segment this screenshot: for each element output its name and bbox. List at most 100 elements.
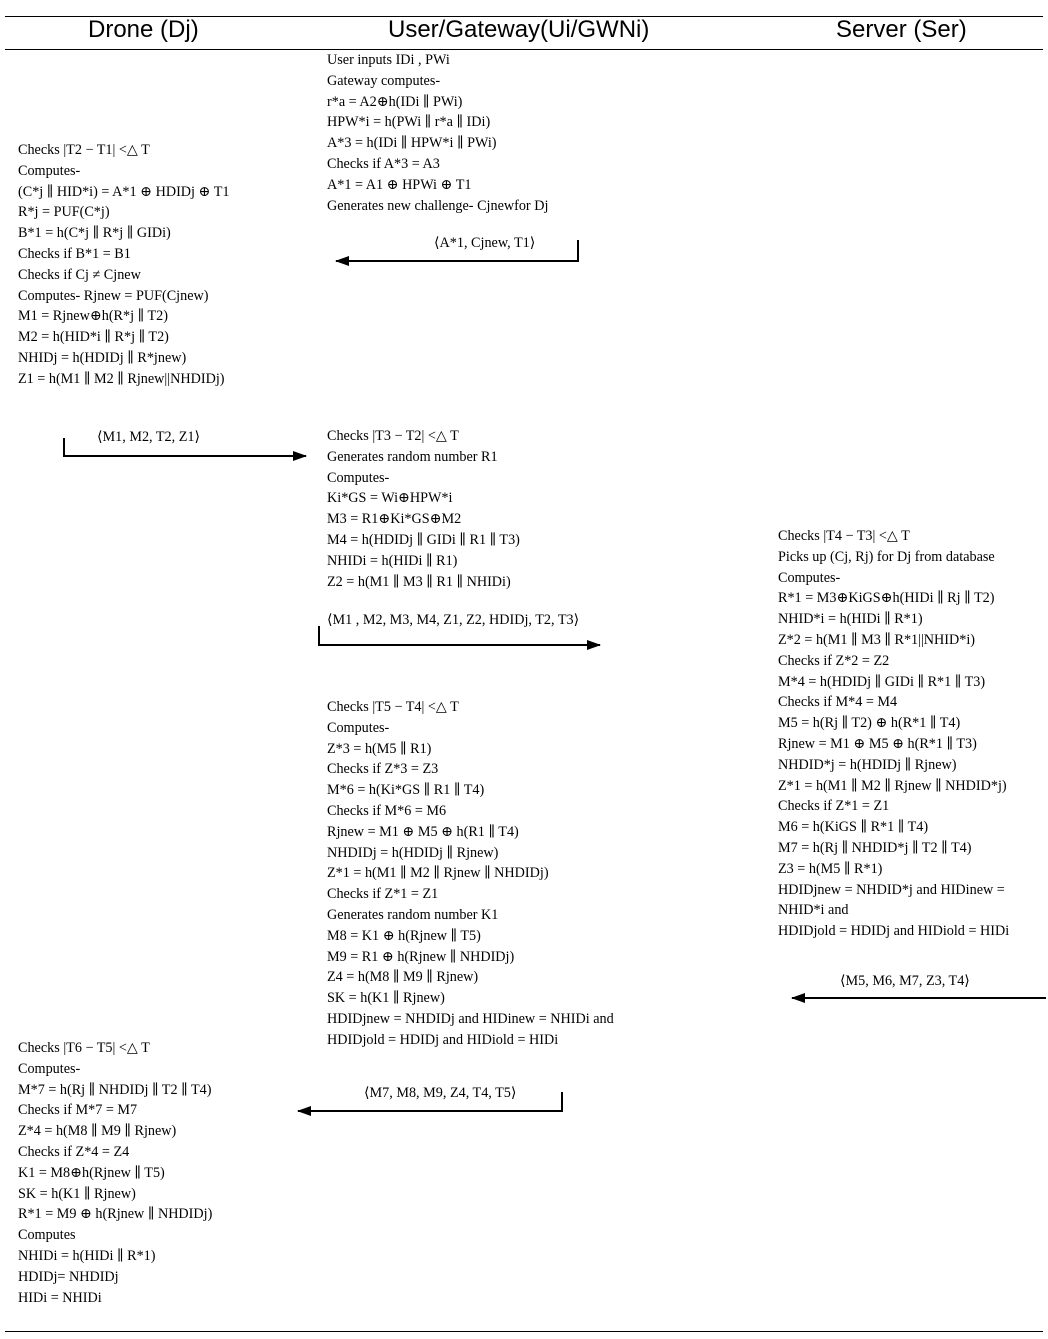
server-step-line: M6 = h(KiGS ∥ R*1 ∥ T4) (778, 819, 929, 836)
server-step-line: HDIDjnew = NHDID*j and HIDinew = (778, 881, 1005, 898)
gateway-step3-line: SK = h(K1 ∥ Rjnew) (327, 990, 445, 1007)
header-bottom-rule (5, 49, 1043, 50)
gateway-step1-line: Checks if A*3 = A3 (327, 155, 440, 172)
drone-step2-line: Checks |T6 − T5| <△ T (18, 1040, 150, 1056)
gateway-step1-line: Generates new challenge- Cjnewfor Dj (327, 197, 549, 214)
gateway-step1-line: HPW*i = h(PWi ∥ r*a ∥ IDi) (327, 114, 491, 131)
gateway-step3-line: Checks if Z*3 = Z3 (327, 761, 439, 778)
gateway-step3-line: Z4 = h(M8 ∥ M9 ∥ Rjnew) (327, 969, 479, 986)
gateway-step2-line: M3 = R1⊕Ki*GS⊕M2 (327, 511, 462, 528)
drone-step2-line: HIDi = NHIDi (18, 1289, 102, 1306)
drone-step2-line: M*7 = h(Rj ∥ NHDIDj ∥ T2 ∥ T4) (18, 1081, 212, 1098)
server-step-block: Checks |T4 − T3| <△ T Picks up (Cj, Rj) f… (778, 526, 1009, 942)
message-5-label: ⟨M7, M8, M9, Z4, T4, T5⟩ (364, 1085, 517, 1101)
message-2-label: ⟨M1, M2, T2, Z1⟩ (97, 429, 201, 445)
drone-step1-line: Z1 = h(M1 ∥ M2 ∥ Rjnew||NHDIDj) (18, 370, 225, 387)
drone-step2-line: NHIDi = h(HIDi ∥ R*1) (18, 1247, 156, 1264)
gateway-step3-line: M9 = R1 ⊕ h(Rjnew ∥ NHDIDj) (327, 948, 515, 965)
header-drone: Drone (Dj) (88, 16, 199, 43)
arrow-drone-to-gateway-1 (63, 438, 307, 461)
gateway-step1-line: A*3 = h(IDi ∥ HPW*i ∥ PWi) (327, 135, 497, 152)
table-bottom-rule (5, 1331, 1043, 1332)
gateway-step2-line: Generates random number R1 (327, 448, 498, 465)
message-3-label: ⟨M1 , M2, M3, M4, Z1, Z2, HDIDj, T2, T3⟩ (327, 612, 580, 628)
gateway-step2-line: Computes- (327, 469, 390, 486)
server-step-line: M7 = h(Rj ∥ NHDID*j ∥ T2 ∥ T4) (778, 839, 972, 856)
server-step-line: Z3 = h(M5 ∥ R*1) (778, 860, 883, 877)
server-step-line: NHDID*j = h(HDIDj ∥ Rjnew) (778, 756, 957, 773)
header-gateway: User/Gateway(Ui/GWNi) (388, 16, 650, 43)
server-step-line: Checks if Z*2 = Z2 (778, 652, 890, 669)
drone-step1-line: B*1 = h(C*j ∥ R*j ∥ GIDi) (18, 225, 171, 242)
drone-step1-line: Checks |T2 − T1| <△ T (18, 142, 150, 158)
drone-step2-line: HDIDj= NHDIDj (18, 1268, 119, 1285)
gateway-step3-line: M*6 = h(Ki*GS ∥ R1 ∥ T4) (327, 782, 485, 799)
gateway-step2-line: NHIDi = h(HIDi ∥ R1) (327, 552, 458, 569)
gateway-step2-line: Ki*GS = Wi⊕HPW*i (327, 490, 453, 507)
server-step-line: M5 = h(Rj ∥ T2) ⊕ h(R*1 ∥ T4) (778, 715, 961, 732)
server-step-line: Checks |T4 − T3| <△ T (778, 528, 910, 544)
drone-step2-line: Computes (18, 1227, 76, 1244)
gateway-step2-line: Checks |T3 − T2| <△ T (327, 428, 459, 444)
drone-step2-line: Z*4 = h(M8 ∥ M9 ∥ Rjnew) (18, 1123, 177, 1140)
server-step-line: Checks if Z*1 = Z1 (778, 798, 890, 815)
arrow-gateway-to-server (318, 626, 601, 650)
message-1-label: ⟨A*1, Cjnew, T1⟩ (434, 235, 536, 251)
server-step-line: Computes- (778, 569, 841, 586)
gateway-step3-line: Generates random number K1 (327, 906, 499, 923)
server-step-line: Z*1 = h(M1 ∥ M2 ∥ Rjnew ∥ NHDID*j) (778, 777, 1007, 794)
drone-step2-line: Computes- (18, 1060, 81, 1077)
gateway-step3-line: M8 = K1 ⊕ h(Rjnew ∥ T5) (327, 927, 481, 944)
drone-step2-line: K1 = M8⊕h(Rjnew ∥ T5) (18, 1164, 165, 1181)
gateway-step3-line: Computes- (327, 719, 390, 736)
drone-step1-block: Checks |T2 − T1| <△ T Computes- (C*j ∥ HID… (18, 140, 229, 390)
gateway-step3-line: Checks if Z*1 = Z1 (327, 886, 439, 903)
gateway-step1-line: Gateway computes- (327, 72, 441, 89)
drone-step1-line: Checks if B*1 = B1 (18, 245, 131, 262)
gateway-step2-block: Checks |T3 − T2| <△ T Generates random nu… (327, 426, 520, 592)
drone-step1-line: M1 = Rjnew⊕h(R*j ∥ T2) (18, 308, 168, 325)
gateway-step3-line: Z*1 = h(M1 ∥ M2 ∥ Rjnew ∥ NHDIDj) (327, 865, 549, 882)
server-step-line: NHID*i = h(HIDi ∥ R*1) (778, 611, 923, 628)
gateway-step3-line: Z*3 = h(M5 ∥ R1) (327, 740, 432, 757)
drone-step1-line: NHIDj = h(HDIDj ∥ R*jnew) (18, 349, 187, 366)
gateway-step1-line: A*1 = A1 ⊕ HPWi ⊕ T1 (327, 176, 472, 193)
server-step-line: NHID*i and (778, 902, 849, 919)
gateway-step2-line: Z2 = h(M1 ∥ M3 ∥ R1 ∥ NHIDi) (327, 573, 511, 590)
drone-step1-line: M2 = h(HID*i ∥ R*j ∥ T2) (18, 329, 169, 346)
header-server: Server (Ser) (836, 16, 967, 43)
gateway-step3-line: Checks if M*6 = M6 (327, 802, 447, 819)
gateway-step1-line: r*a = A2⊕h(IDi ∥ PWi) (327, 93, 463, 110)
drone-step2-line: R*1 = M9 ⊕ h(Rjnew ∥ NHDIDj) (18, 1206, 213, 1223)
gateway-step2-line: M4 = h(HDIDj ∥ GIDi ∥ R1 ∥ T3) (327, 531, 520, 548)
gateway-step3-line: NHDIDj = h(HDIDj ∥ Rjnew) (327, 844, 499, 861)
arrow-gateway-to-drone-1 (335, 240, 579, 266)
message-4-label: ⟨M5, M6, M7, Z3, T4⟩ (840, 973, 970, 989)
server-step-line: R*1 = M3⊕KiGS⊕h(HIDi ∥ Rj ∥ T2) (778, 590, 995, 607)
drone-step1-line: Computes- Rjnew = PUF(Cjnew) (18, 287, 209, 304)
drone-step2-line: Checks if Z*4 = Z4 (18, 1143, 130, 1160)
table-top-rule (5, 16, 1043, 17)
arrow-gateway-to-drone-2 (297, 1092, 563, 1116)
gateway-step3-line: HDIDjold = HDIDj and HIDiold = HIDi (327, 1031, 559, 1048)
gateway-step3-line: Rjnew = M1 ⊕ M5 ⊕ h(R1 ∥ T4) (327, 823, 519, 840)
server-step-line: M*4 = h(HDIDj ∥ GIDi ∥ R*1 ∥ T3) (778, 673, 986, 690)
drone-step1-line: (C*j ∥ HID*i) = A*1 ⊕ HDIDj ⊕ T1 (18, 183, 230, 200)
gateway-step3-line: HDIDjnew = NHDIDj and HIDinew = NHIDi an… (327, 1010, 614, 1027)
drone-step2-line: SK = h(K1 ∥ Rjnew) (18, 1185, 136, 1202)
server-step-line: Checks if M*4 = M4 (778, 694, 898, 711)
gateway-step3-line: Checks |T5 − T4| <△ T (327, 699, 459, 715)
drone-step2-line: Checks if M*7 = M7 (18, 1102, 138, 1119)
drone-step1-line: R*j = PUF(C*j) (18, 204, 110, 221)
server-step-line: Z*2 = h(M1 ∥ M3 ∥ R*1||NHID*i) (778, 631, 976, 648)
server-step-line: HDIDjold = HDIDj and HIDiold = HIDi (778, 923, 1010, 940)
drone-step2-block: Checks |T6 − T5| <△ T Computes- M*7 = h(Rj… (18, 1038, 212, 1308)
gateway-step3-block: Checks |T5 − T4| <△ T Computes- Z*3 = h(M5… (327, 697, 614, 1051)
server-step-line: Picks up (Cj, Rj) for Dj from database (778, 548, 995, 565)
server-step-line: Rjnew = M1 ⊕ M5 ⊕ h(R*1 ∥ T3) (778, 735, 977, 752)
drone-step1-line: Computes- (18, 162, 81, 179)
drone-step1-line: Checks if Cj ≠ Cjnew (18, 266, 141, 283)
gateway-step1-line: User inputs IDi , PWi (327, 52, 450, 68)
